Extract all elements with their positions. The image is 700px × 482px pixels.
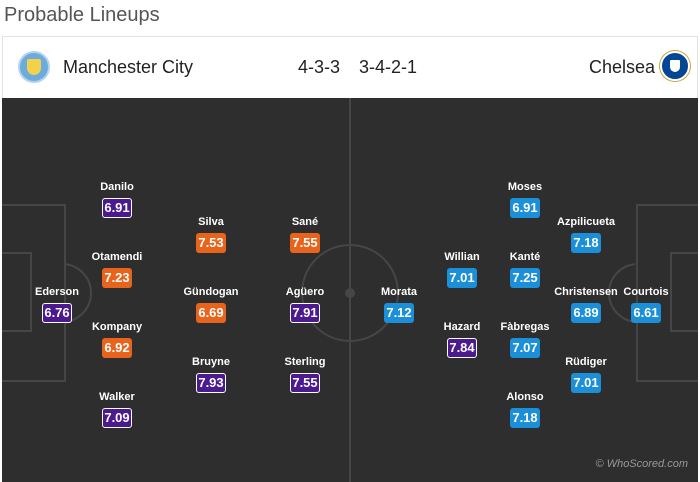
player-card[interactable]: Courtois 6.61: [606, 285, 686, 323]
player-name: Christensen: [554, 286, 618, 298]
player-rating: 7.09: [102, 408, 132, 428]
player-name: Hazard: [443, 321, 481, 333]
away-formation: 3-4-2-1: [359, 57, 418, 77]
player-name: Gündogan: [183, 286, 239, 298]
player-rating: 7.55: [290, 373, 320, 393]
player-card[interactable]: Silva 7.53: [171, 215, 251, 253]
match-header: Manchester City 4-3-3 3-4-2-1 Chelsea: [2, 36, 698, 98]
home-formation: 4-3-3: [298, 57, 341, 77]
player-name: Willian: [444, 251, 480, 263]
player-rating: 6.89: [571, 303, 601, 323]
player-card[interactable]: Kompany 6.92: [77, 320, 157, 358]
player-name: Danilo: [100, 181, 134, 193]
home-team-name[interactable]: Manchester City: [63, 57, 194, 77]
player-rating: 7.07: [510, 338, 540, 358]
player-card[interactable]: Fàbregas 7.07: [485, 320, 565, 358]
player-card[interactable]: Moses 6.91: [485, 180, 565, 218]
right-box-bottom: [636, 380, 698, 382]
player-card[interactable]: Walker 7.09: [77, 390, 157, 428]
player-rating: 7.53: [196, 233, 226, 253]
pitch: Danilo 6.91 Otamendi 7.23 Ederson 6.76 K…: [2, 98, 698, 482]
center-spot: [345, 288, 355, 298]
player-name: Agüero: [285, 286, 325, 298]
player-rating: 7.18: [571, 233, 601, 253]
player-name: Walker: [99, 391, 135, 403]
player-name: Rüdiger: [565, 356, 607, 368]
player-card[interactable]: Hazard 7.84: [422, 320, 502, 358]
player-rating: 7.01: [447, 268, 477, 288]
page-title: Probable Lineups: [4, 4, 160, 26]
chelsea-crest-icon: [660, 51, 690, 81]
player-name: Otamendi: [91, 251, 143, 263]
player-name: Fàbregas: [500, 321, 550, 333]
player-rating: 6.69: [196, 303, 226, 323]
player-card[interactable]: Willian 7.01: [422, 250, 502, 288]
player-card[interactable]: Sané 7.55: [265, 215, 345, 253]
player-card[interactable]: Kanté 7.25: [485, 250, 565, 288]
player-name: Sané: [291, 216, 319, 228]
player-rating: 6.92: [102, 338, 132, 358]
player-name: Courtois: [623, 286, 669, 298]
right-six-bottom: [670, 330, 698, 332]
player-name: Moses: [507, 181, 543, 193]
player-card[interactable]: Bruyne 7.93: [171, 355, 251, 393]
player-rating: 6.91: [510, 198, 540, 218]
player-card[interactable]: Danilo 6.91: [77, 180, 157, 218]
right-box-top: [636, 204, 698, 206]
player-rating: 7.23: [102, 268, 132, 288]
player-rating: 6.76: [42, 303, 72, 323]
player-card[interactable]: Azpilicueta 7.18: [546, 215, 626, 253]
player-rating: 7.93: [196, 373, 226, 393]
player-name: Sterling: [284, 356, 326, 368]
left-box-bottom: [2, 380, 64, 382]
player-card[interactable]: Sterling 7.55: [265, 355, 345, 393]
watermark: © WhoScored.com: [595, 458, 688, 470]
player-card[interactable]: Gündogan 6.69: [171, 285, 251, 323]
away-team-name[interactable]: Chelsea: [588, 57, 655, 77]
player-rating: 7.84: [447, 338, 477, 358]
player-rating: 7.18: [510, 408, 540, 428]
player-card[interactable]: Morata 7.12: [359, 285, 439, 323]
player-rating: 7.55: [290, 233, 320, 253]
player-name: Bruyne: [192, 356, 230, 368]
center-circle: [301, 244, 399, 342]
manchester-city-crest-icon: [18, 51, 50, 83]
player-rating: 7.25: [510, 268, 540, 288]
player-name: Alonso: [506, 391, 544, 403]
player-card[interactable]: Agüero 7.91: [265, 285, 345, 323]
player-rating: 7.01: [571, 373, 601, 393]
left-six-bottom: [2, 330, 30, 332]
player-rating: 6.91: [102, 198, 132, 218]
left-six-side: [30, 252, 32, 332]
player-card[interactable]: Otamendi 7.23: [77, 250, 157, 288]
player-name: Kompany: [91, 321, 143, 333]
right-six-top: [670, 252, 698, 254]
player-rating: 7.12: [384, 303, 414, 323]
right-box-side: [636, 204, 638, 382]
player-card[interactable]: Alonso 7.18: [485, 390, 565, 428]
player-name: Ederson: [34, 286, 79, 298]
player-name: Azpilicueta: [556, 216, 616, 228]
player-name: Kanté: [509, 251, 541, 263]
player-rating: 7.91: [290, 303, 320, 323]
player-card[interactable]: Rüdiger 7.01: [546, 355, 626, 393]
player-rating: 6.61: [631, 303, 661, 323]
player-card[interactable]: Ederson 6.76: [17, 285, 97, 323]
player-name: Silva: [198, 216, 224, 228]
right-six-side: [670, 252, 672, 332]
player-name: Morata: [380, 286, 418, 298]
left-box-top: [2, 204, 64, 206]
left-six-top: [2, 252, 30, 254]
player-card[interactable]: Christensen 6.89: [546, 285, 626, 323]
